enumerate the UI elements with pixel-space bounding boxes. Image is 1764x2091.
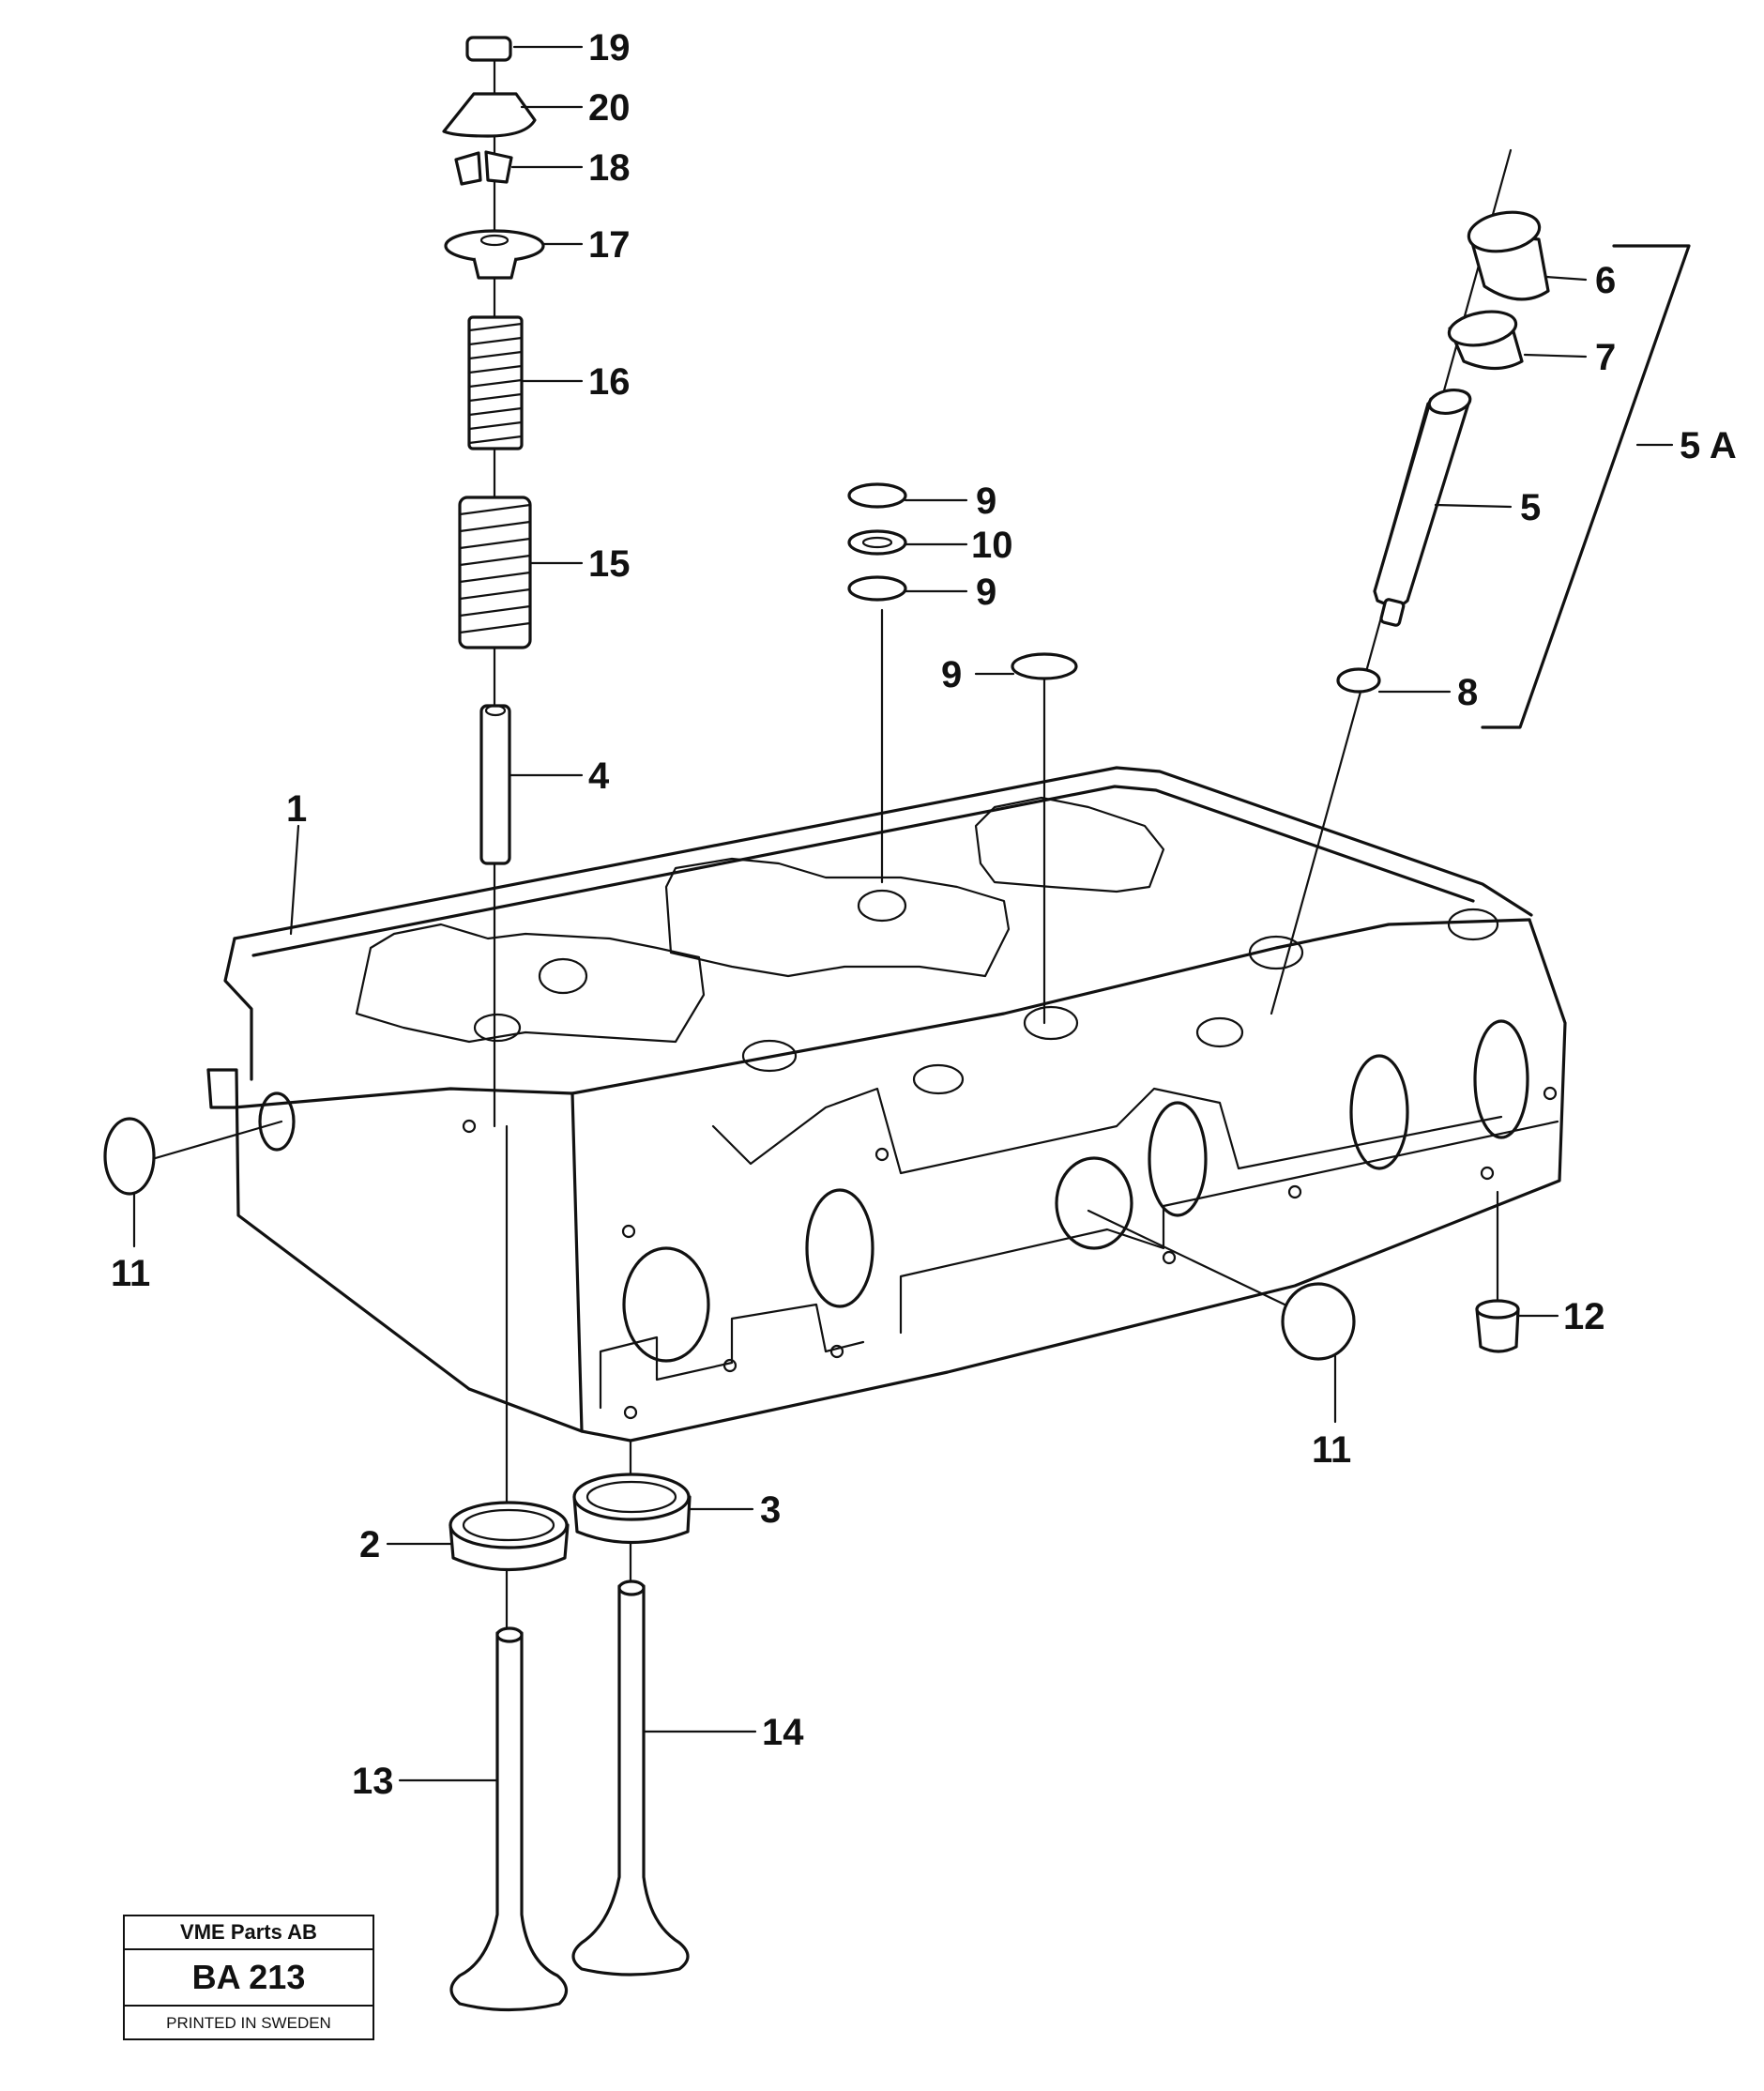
label-17: 17 bbox=[588, 224, 631, 266]
valve-stack bbox=[442, 36, 545, 1128]
injector-sleeve-stack bbox=[1270, 148, 1550, 1015]
label-16: 16 bbox=[588, 361, 631, 403]
label-4: 4 bbox=[588, 756, 610, 797]
group-5a-bracket bbox=[1481, 244, 1691, 729]
label-10: 10 bbox=[971, 525, 1013, 566]
label-13: 13 bbox=[352, 1761, 394, 1802]
label-9-left: 9 bbox=[941, 654, 962, 695]
inner-spring bbox=[467, 315, 524, 450]
printed-note: PRINTED IN SWEDEN bbox=[166, 2014, 331, 2032]
label-1: 1 bbox=[286, 788, 307, 830]
label-5: 5 bbox=[1520, 487, 1541, 528]
label-14: 14 bbox=[762, 1712, 804, 1753]
part-labels: 19 20 18 17 16 15 4 1 9 10 9 9 6 7 5 A 5… bbox=[111, 27, 1737, 1802]
label-6: 6 bbox=[1595, 260, 1616, 301]
label-12: 12 bbox=[1563, 1296, 1605, 1337]
label-20: 20 bbox=[588, 87, 631, 129]
label-9-top: 9 bbox=[976, 481, 996, 522]
label-11-right: 11 bbox=[1312, 1429, 1351, 1471]
label-9-middle: 9 bbox=[976, 572, 996, 613]
label-8: 8 bbox=[1457, 672, 1478, 713]
title-stamp: VME Parts AB BA 213 PRINTED IN SWEDEN bbox=[123, 1915, 374, 2040]
outer-spring bbox=[458, 496, 532, 649]
leader-lines bbox=[132, 45, 1588, 1782]
label-15: 15 bbox=[588, 543, 631, 585]
lower-valve-parts bbox=[449, 1124, 692, 2012]
label-2: 2 bbox=[359, 1524, 380, 1565]
company-name: VME Parts AB bbox=[125, 1916, 373, 1950]
diagram-code: BA 213 bbox=[125, 1950, 373, 2007]
label-18: 18 bbox=[588, 147, 631, 189]
cylinder-head bbox=[206, 766, 1567, 1442]
label-3: 3 bbox=[760, 1489, 781, 1531]
plug-stack bbox=[847, 482, 1078, 1025]
label-11-left: 11 bbox=[111, 1253, 150, 1294]
bolt-holes bbox=[462, 1086, 1558, 1420]
label-19: 19 bbox=[588, 27, 631, 69]
label-5a: 5 A bbox=[1680, 425, 1737, 466]
label-7: 7 bbox=[1595, 337, 1616, 378]
expansion-plugs bbox=[103, 1117, 1520, 1361]
